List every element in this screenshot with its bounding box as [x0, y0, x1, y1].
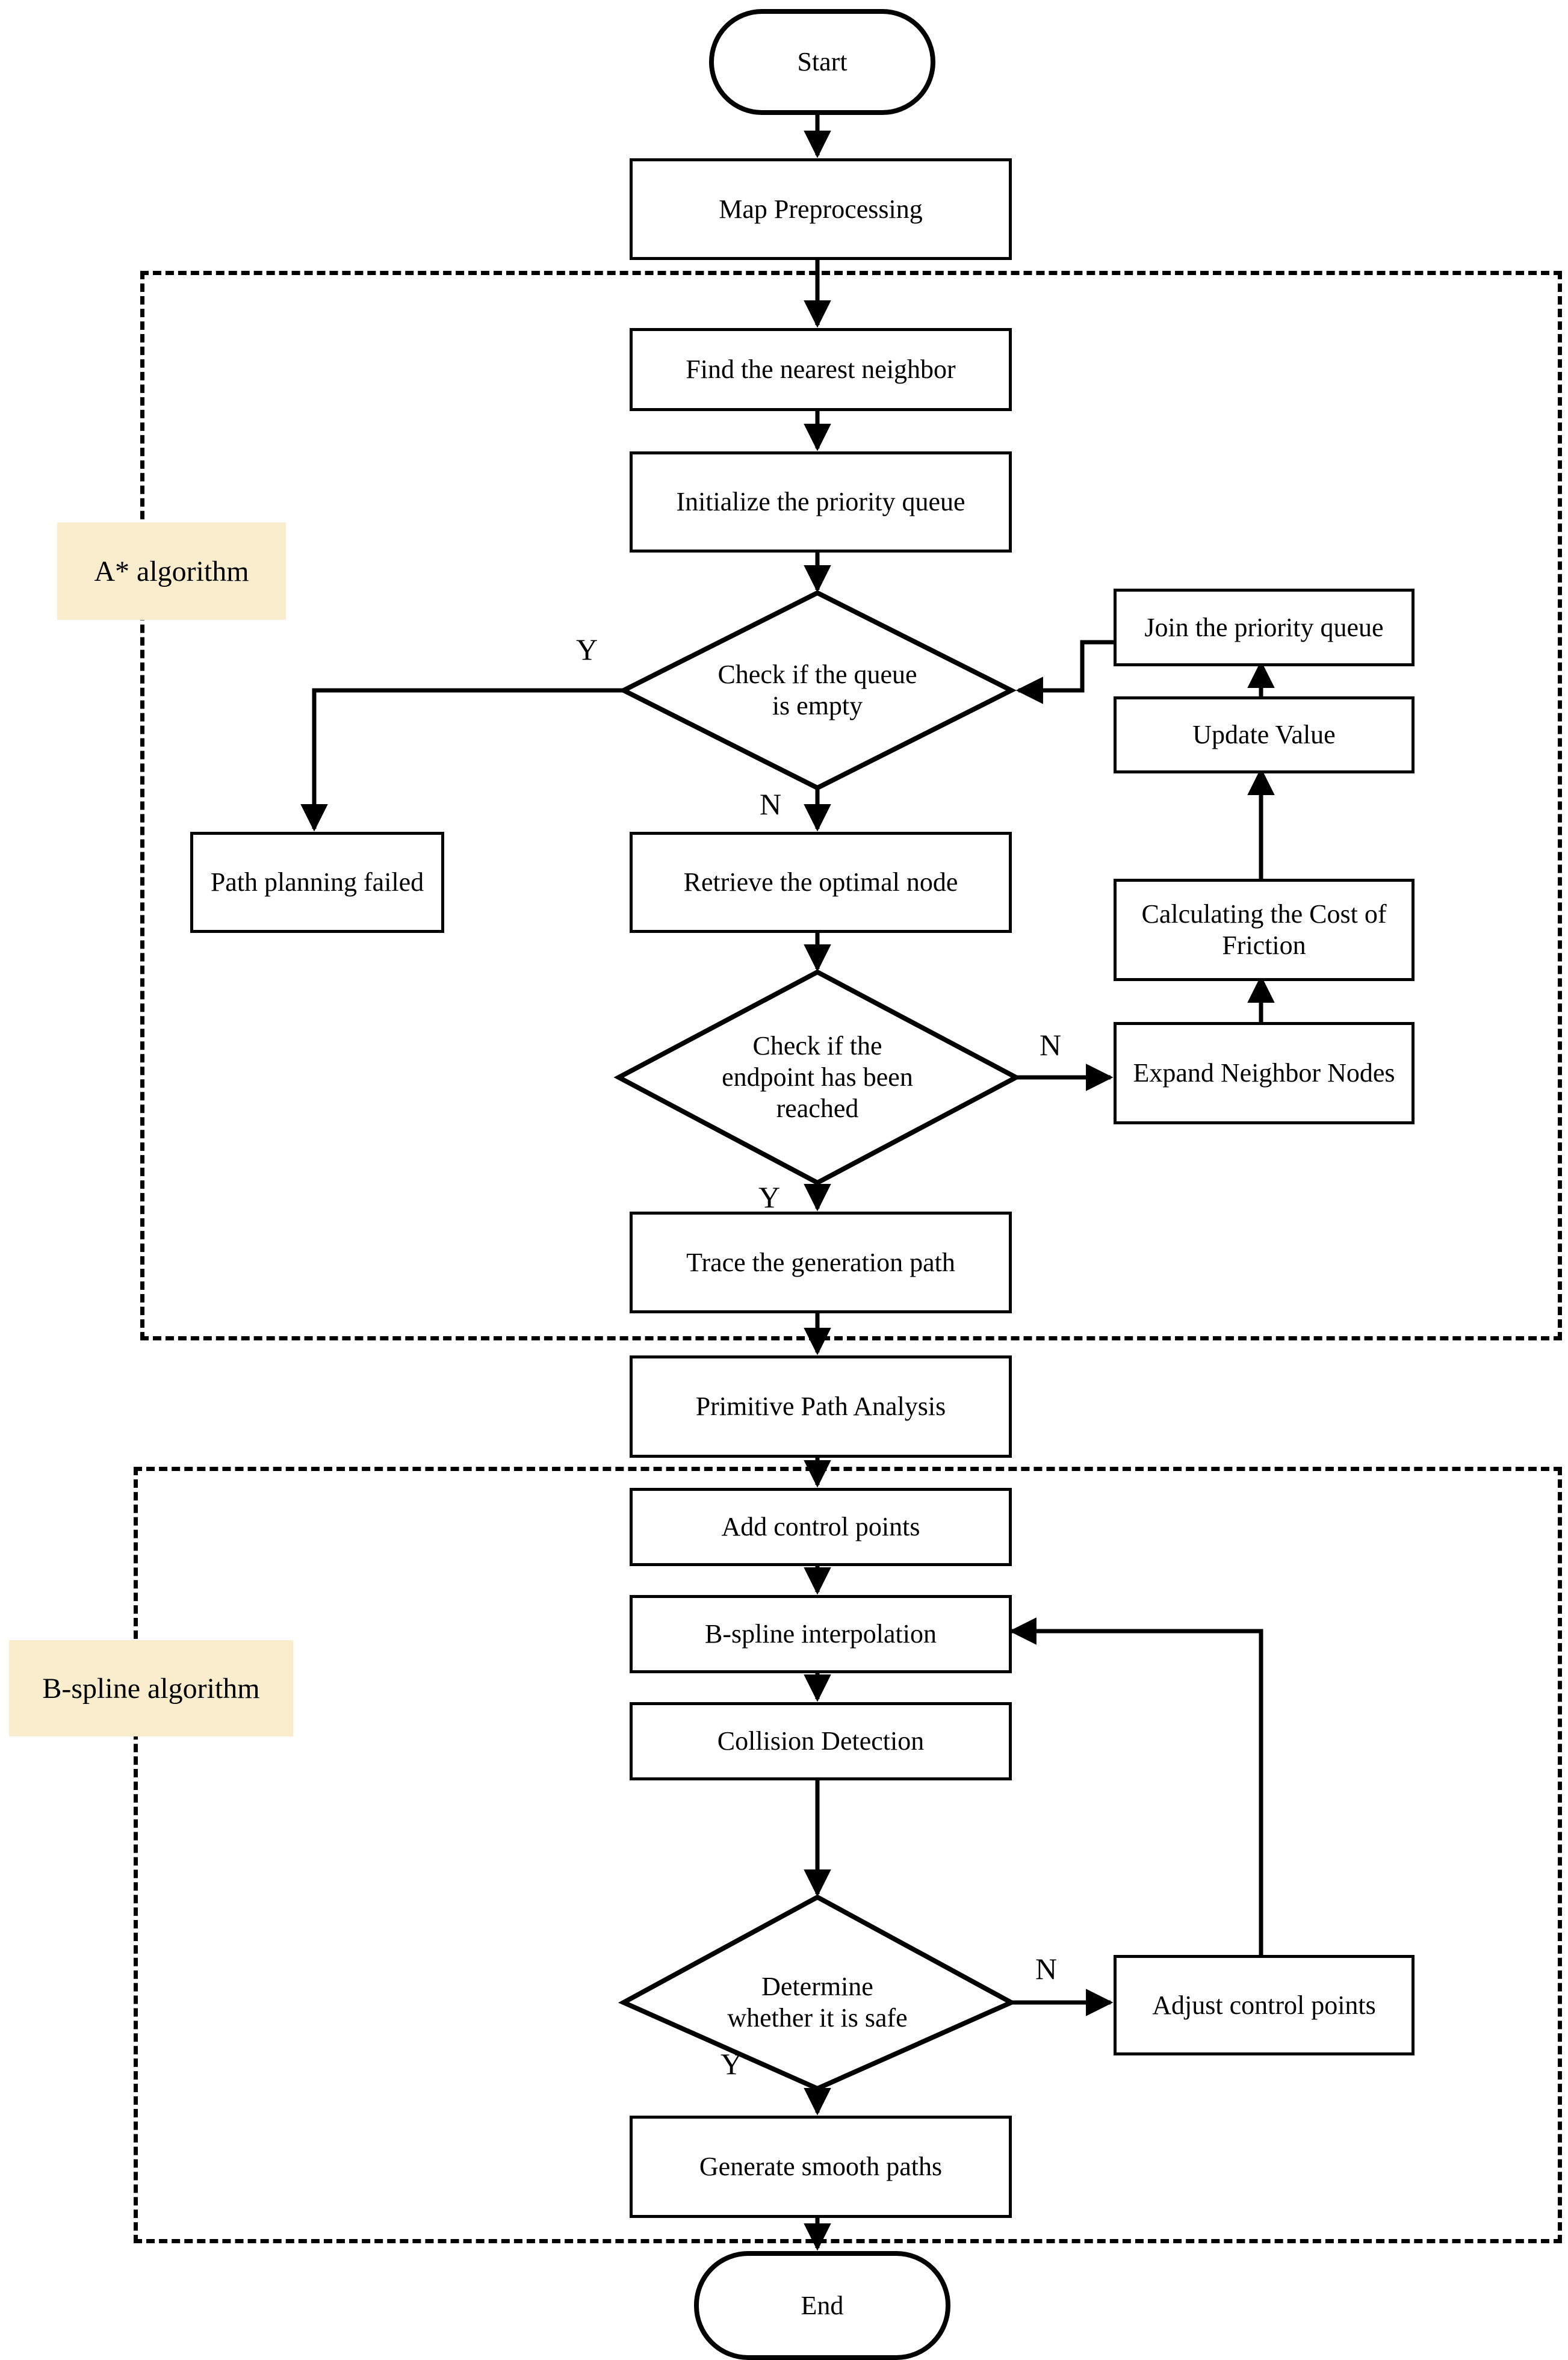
node-generate-smooth-paths: Generate smooth paths — [630, 2116, 1012, 2218]
diamond-check-queue-empty — [618, 590, 1017, 791]
node-find-nearest-neighbor: Find the nearest neighbor — [630, 328, 1012, 411]
node-bspline-interpolation: B-spline interpolation — [630, 1595, 1012, 1673]
node-retrieve-optimal-node: Retrieve the optimal node — [630, 832, 1012, 933]
edge-join-to-check-queue — [1015, 640, 1114, 704]
branch-label-safe-yes: Y — [720, 2047, 743, 2081]
diamond-label-determine-safe: Determine whether it is safe — [727, 1972, 908, 2033]
astar-section-boundary — [140, 271, 1562, 1340]
node-trace-generation-path: Trace the generation path — [630, 1212, 1012, 1313]
node-start: Start — [709, 9, 935, 115]
diamond-check-endpoint-reached — [613, 969, 1021, 1186]
node-adjust-control-points: Adjust control points — [1114, 1955, 1415, 2055]
node-update-value: Update Value — [1114, 696, 1415, 773]
edge-check-queue-yes-to-failed — [300, 688, 624, 832]
diamond-label-check-endpoint-reached: Check if the endpoint has been reached — [722, 1031, 913, 1123]
diamond-determine-safe — [618, 1894, 1017, 2092]
section-label-bspline: B-spline algorithm — [9, 1640, 293, 1736]
bspline-section-boundary — [134, 1467, 1562, 2243]
branch-label-endpoint-yes: Y — [758, 1180, 781, 1214]
node-initialize-priority-queue: Initialize the priority queue — [630, 451, 1012, 553]
node-map-preprocessing: Map Preprocessing — [630, 158, 1012, 260]
section-label-astar: A* algorithm — [57, 522, 286, 620]
node-end: End — [694, 2251, 950, 2360]
diamond-label-check-queue-empty: Check if the queue is empty — [717, 660, 917, 720]
node-join-priority-queue: Join the priority queue — [1114, 589, 1415, 666]
node-path-planning-failed: Path planning failed — [190, 832, 444, 933]
node-collision-detection: Collision Detection — [630, 1702, 1012, 1780]
edge-adjust-to-interp-loop — [1009, 1617, 1263, 1955]
branch-label-safe-no: N — [1035, 1952, 1058, 1986]
branch-label-queue-empty-yes: Y — [575, 633, 598, 666]
node-primitive-path-analysis: Primitive Path Analysis — [630, 1355, 1012, 1458]
branch-label-queue-empty-no: N — [759, 787, 782, 821]
node-calculating-cost-of-friction-label: Calculating the Cost of Friction — [1141, 899, 1387, 960]
node-expand-neighbor-nodes: Expand Neighbor Nodes — [1114, 1022, 1415, 1124]
branch-label-endpoint-no: N — [1039, 1028, 1062, 1062]
node-calculating-cost-of-friction: Calculating the Cost of Friction — [1114, 879, 1415, 981]
node-add-control-points: Add control points — [630, 1488, 1012, 1566]
